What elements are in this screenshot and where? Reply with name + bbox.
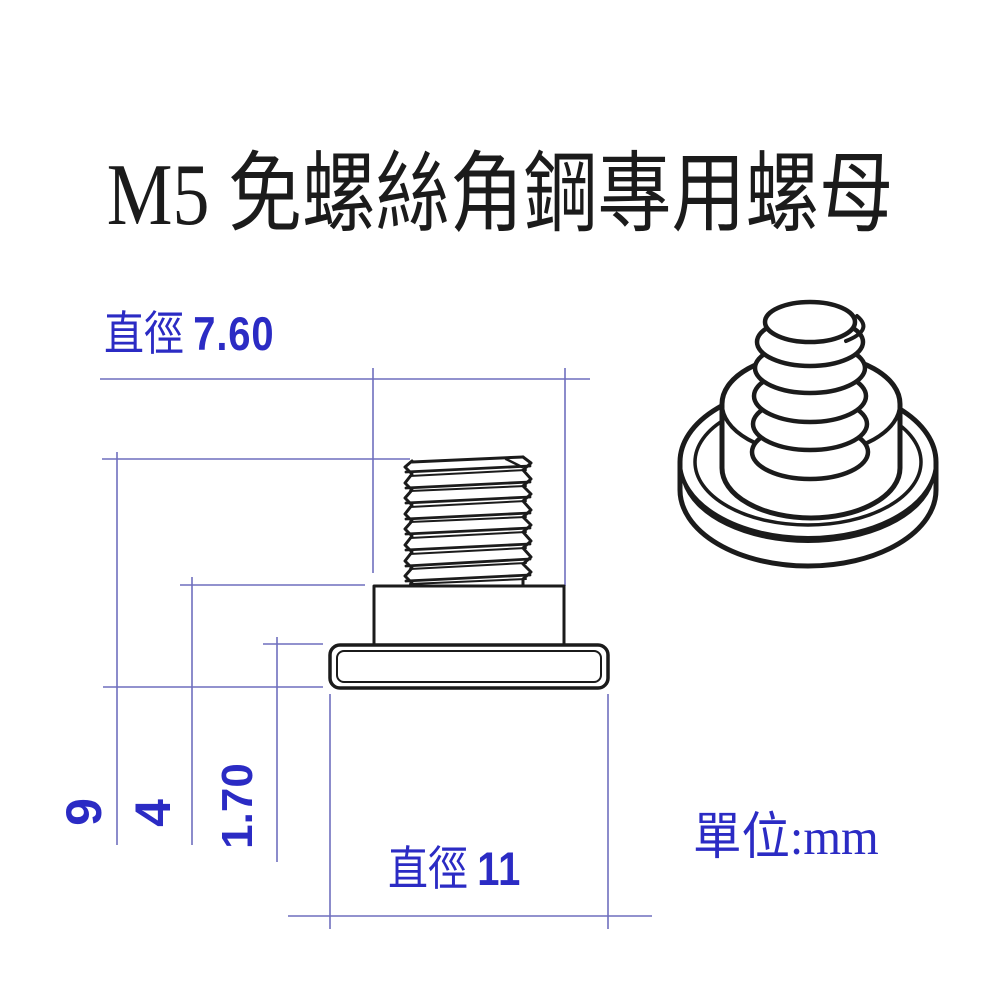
neck-height-value: 4 [125,799,181,827]
flange-thickness-value: 1.70 [213,763,262,849]
total-height-value: 9 [56,798,112,826]
top-diameter-dimension: 直徑 7.60 [104,310,274,359]
thread-crest-lines [404,464,532,583]
front-view-flange [328,643,610,690]
iso-view [677,299,939,569]
thread-root-lines [409,469,527,585]
bottom-diameter-dimension: 直徑 11 [388,845,521,894]
thread-right-edge [521,455,533,588]
dimension-lines [100,368,652,929]
iso-thread-runout [844,314,866,343]
front-view-thread [403,455,533,588]
front-view-flange-rim [336,650,602,683]
top-diameter-label: 直徑 [104,309,184,361]
iso-thread-top-face [762,299,858,345]
unit-note: 單位:mm [693,810,879,866]
bottom-diameter-label: 直徑 [388,844,468,896]
page-title: M5 免螺絲角鋼專用螺母 [106,147,894,244]
iso-flange-rim-line [682,480,934,543]
thread-top-edge [410,455,525,464]
front-view-neck [372,584,566,647]
iso-thread-coils [749,299,871,482]
top-diameter-value: 7.60 [193,307,275,360]
bottom-diameter-value: 11 [477,842,522,895]
front-view [328,455,610,690]
